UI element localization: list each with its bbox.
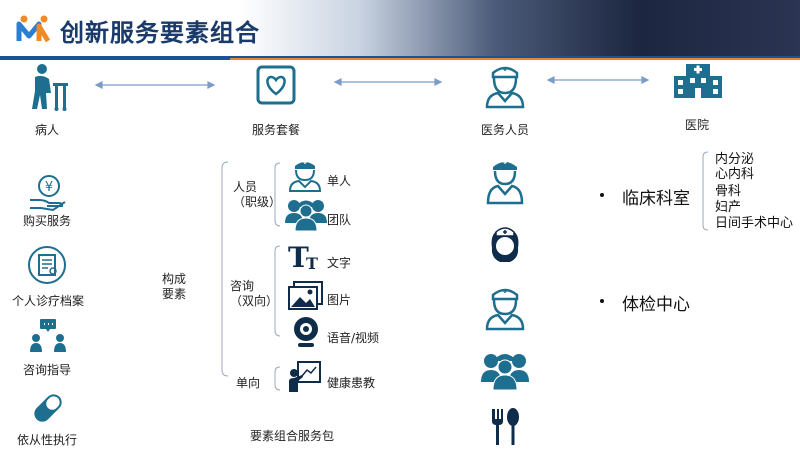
heart-package-icon bbox=[256, 65, 296, 105]
video-camera-icon bbox=[294, 317, 318, 347]
header-accent-line bbox=[230, 58, 800, 60]
consult-guide-label: 咨询指导 bbox=[22, 363, 72, 377]
dept-orthopedics: 骨科 bbox=[715, 184, 742, 199]
consult-group-label: 咨询 （双向） bbox=[230, 279, 279, 308]
consultation-icon bbox=[30, 319, 66, 352]
patient-walker-icon bbox=[32, 64, 68, 111]
compliance-label: 依从性执行 bbox=[16, 433, 78, 447]
oneway-group-label: 单向 bbox=[236, 376, 261, 390]
dept-obstetrics: 妇产 bbox=[715, 200, 742, 215]
staff-item-team: 团队 bbox=[327, 213, 352, 227]
package-footer-label: 要素组合服务包 bbox=[250, 429, 335, 443]
hospital-icon bbox=[674, 64, 722, 98]
health-education-icon bbox=[289, 361, 321, 392]
medical-staff-label: 医务人员 bbox=[480, 123, 530, 137]
svg-text:T: T bbox=[288, 241, 309, 274]
team-icon bbox=[285, 200, 327, 232]
svg-text:¥: ¥ bbox=[45, 180, 53, 195]
service-package-label: 服务套餐 bbox=[251, 123, 301, 137]
dept-endocrine: 内分泌 bbox=[715, 152, 755, 167]
clinical-dept-label: 临床科室 bbox=[622, 189, 690, 209]
header-band bbox=[0, 0, 800, 56]
svg-text:T: T bbox=[306, 254, 318, 273]
medical-team-icon bbox=[481, 354, 529, 391]
consult-item-image: 图片 bbox=[327, 293, 352, 307]
staff-group-label: 人员 （职级） bbox=[233, 180, 282, 209]
text-type-icon: T T bbox=[288, 241, 318, 274]
doctor-outline-icon bbox=[485, 288, 525, 331]
staff-item-single: 单人 bbox=[327, 174, 352, 188]
logo-icon bbox=[16, 15, 51, 43]
buy-service-label: 购买服务 bbox=[22, 214, 72, 228]
nurse-icon bbox=[491, 227, 519, 262]
checkup-center-label: 体检中心 bbox=[622, 295, 690, 315]
medical-record-icon bbox=[28, 246, 66, 284]
dept-cardiology: 心内科 bbox=[715, 167, 755, 182]
doctor-icon bbox=[485, 66, 525, 109]
consult-item-text: 文字 bbox=[327, 256, 352, 270]
payment-hand-icon: ¥ bbox=[30, 175, 66, 212]
oneway-item-health-edu: 健康患教 bbox=[327, 376, 376, 390]
pill-icon bbox=[34, 394, 62, 422]
image-icon bbox=[288, 281, 323, 310]
single-doctor-icon bbox=[288, 160, 322, 192]
consult-item-voice-video: 语音/视频 bbox=[327, 331, 380, 345]
composition-root-label: 构成 要素 bbox=[162, 272, 187, 301]
fork-spoon-icon bbox=[492, 408, 519, 445]
patient-label: 病人 bbox=[34, 123, 60, 137]
dept-day-surgery: 日间手术中心 bbox=[715, 216, 794, 231]
hospital-label: 医院 bbox=[684, 118, 710, 132]
male-doctor-icon bbox=[486, 160, 524, 205]
page-title: 创新服务要素组合 bbox=[60, 19, 260, 47]
medical-record-label: 个人诊疗档案 bbox=[11, 294, 85, 308]
